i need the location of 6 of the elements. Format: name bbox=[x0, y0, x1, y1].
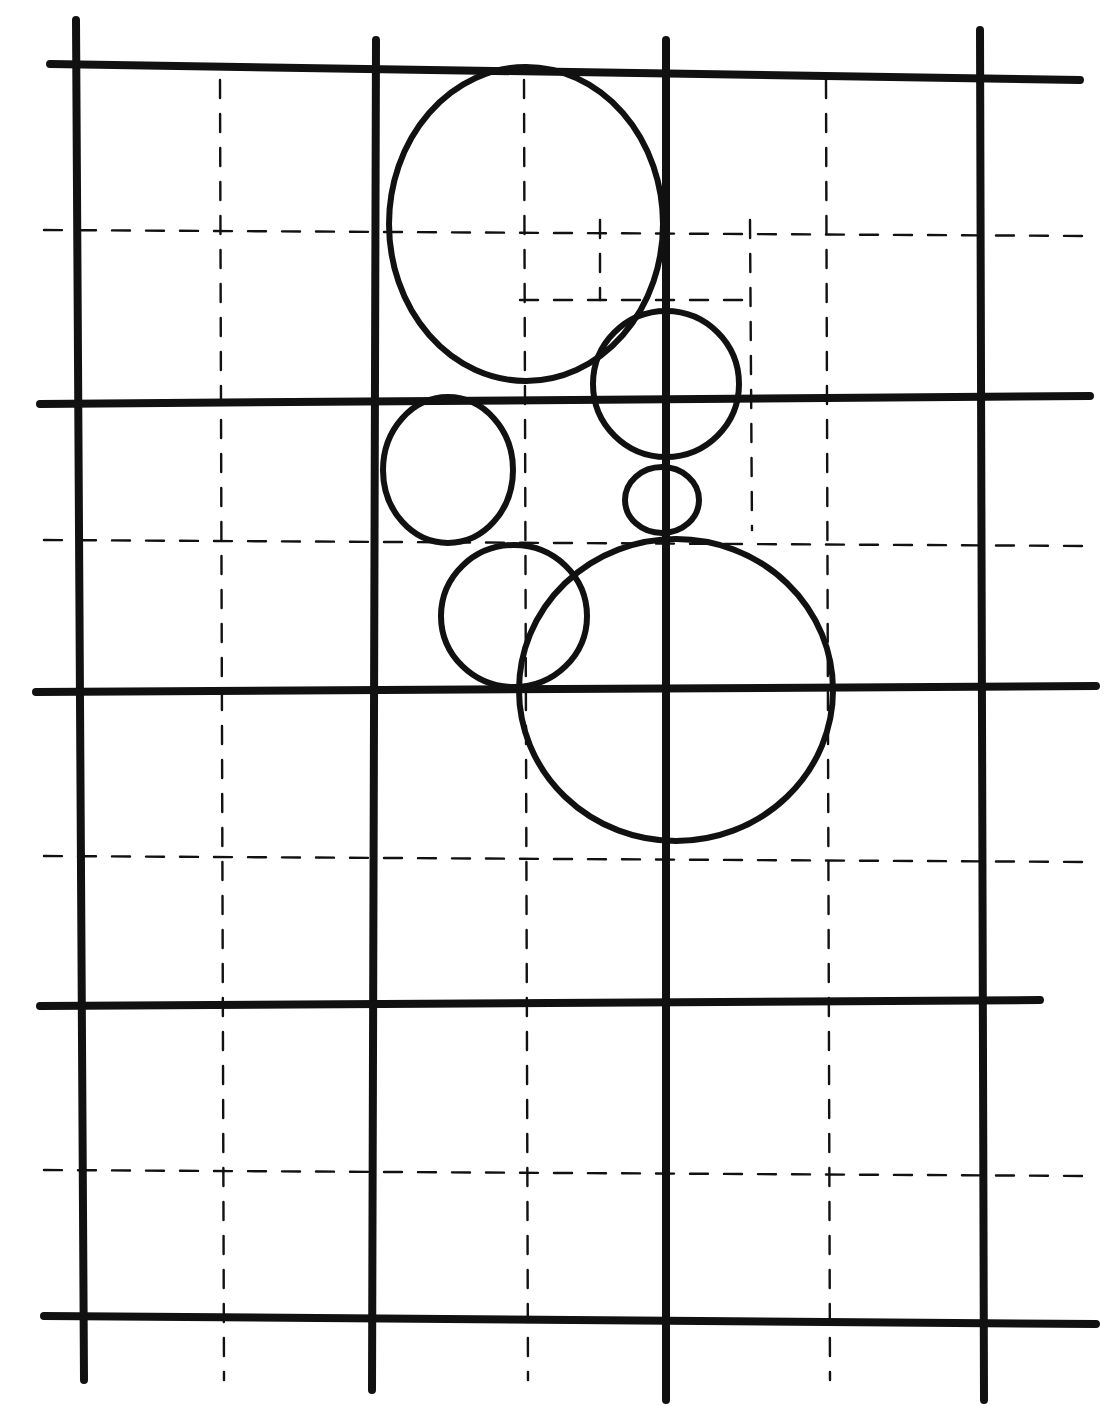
circle bbox=[438, 542, 590, 690]
circle bbox=[386, 64, 666, 384]
circle bbox=[622, 464, 702, 536]
circle bbox=[380, 394, 516, 546]
circle bbox=[590, 308, 742, 460]
circle bbox=[516, 536, 836, 844]
